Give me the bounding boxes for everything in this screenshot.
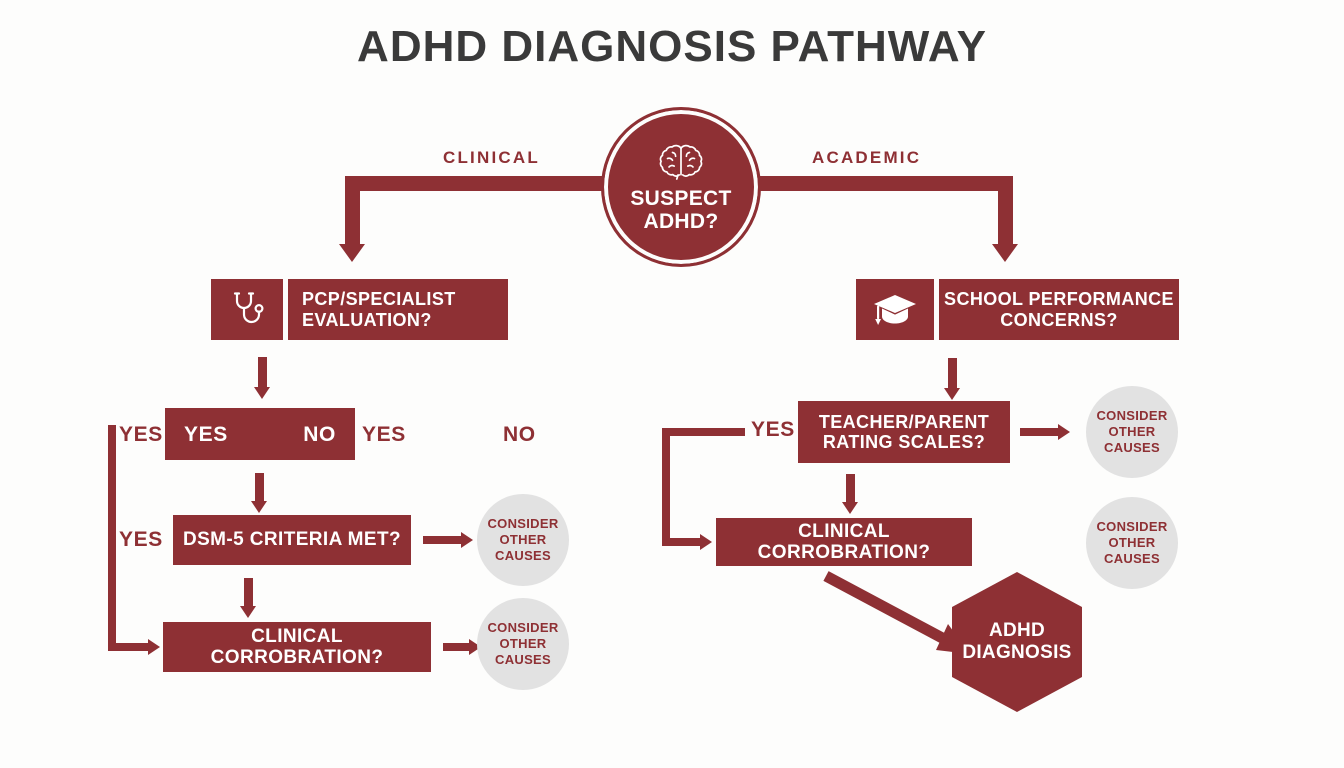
academic-step2-line2: RATING SCALES?: [822, 432, 986, 452]
academic-outcome1-circle[interactable]: CONSIDER OTHER CAUSES: [1086, 386, 1178, 478]
academic-step2-box[interactable]: TEACHER/PARENT RATING SCALES?: [798, 401, 1010, 463]
academic-outcome2-line2: OTHER: [1108, 534, 1156, 550]
academic-bracket-vertical: [662, 428, 670, 546]
clinical-arrow3-head: [240, 606, 256, 618]
brain-icon: [658, 142, 704, 185]
academic-outcome2-circle[interactable]: CONSIDER OTHER CAUSES: [1086, 497, 1178, 589]
clinical-outcome2-connector: [443, 643, 471, 651]
hub-label-line2: ADHD?: [643, 210, 719, 233]
clinical-outcome2-line1: CONSIDER: [487, 619, 559, 635]
branch-label-clinical: CLINICAL: [443, 148, 540, 167]
academic-arrow2-head: [842, 502, 858, 514]
academic-outcome1-connector: [1020, 428, 1060, 436]
trunk-right-stem: [998, 176, 1013, 248]
hub-label-line1: SUSPECT: [630, 187, 732, 211]
clinical-box-yes-label: YES: [184, 423, 228, 446]
academic-step1-box[interactable]: SCHOOL PERFORMANCE CONCERNS?: [939, 279, 1179, 340]
clinical-step1-line1: PCP/SPECIALIST: [302, 289, 456, 310]
clinical-step3-box[interactable]: CLINICAL CORROBRATION?: [163, 622, 431, 672]
clinical-label-yes-mid: YES: [362, 423, 406, 446]
clinical-step2-text: DSM-5 CRITERIA MET?: [182, 529, 401, 551]
clinical-outcome1-circle[interactable]: CONSIDER OTHER CAUSES: [477, 494, 569, 586]
hub-label: SUSPECT ADHD?: [630, 188, 731, 233]
clinical-bracket-vertical: [108, 425, 116, 651]
academic-arrow1-head: [944, 388, 960, 400]
academic-step1-icon-panel: [856, 279, 934, 340]
academic-outcome2-line1: CONSIDER: [1096, 518, 1168, 534]
academic-bracket-arrowhead: [700, 534, 712, 550]
clinical-outcome2-line2: OTHER: [499, 635, 547, 651]
academic-yes-connector: [662, 428, 745, 436]
clinical-arrow2-stem: [255, 473, 264, 503]
clinical-step2-box[interactable]: DSM-5 CRITERIA MET?: [173, 515, 411, 565]
clinical-outcome2-text: CONSIDER OTHER CAUSES: [487, 620, 558, 669]
academic-step1-line1: SCHOOL PERFORMANCE: [944, 289, 1174, 310]
clinical-outcome1-line1: CONSIDER: [487, 515, 559, 531]
clinical-outcome2-circle[interactable]: CONSIDER OTHER CAUSES: [477, 598, 569, 690]
trunk-left-stem: [345, 176, 360, 248]
academic-outcome1-line2: OTHER: [1108, 423, 1156, 439]
academic-step3-box[interactable]: CLINICAL CORROBRATION?: [716, 518, 972, 566]
academic-step2-text: TEACHER/PARENT RATING SCALES?: [819, 412, 989, 452]
academic-arrow1-stem: [948, 358, 957, 390]
academic-bracket-horizontal: [662, 538, 702, 546]
clinical-step1-icon-panel: [211, 279, 283, 340]
academic-outcome2-line3: CAUSES: [1104, 551, 1160, 567]
adhd-diagnosis-line2: DIAGNOSIS: [962, 642, 1072, 663]
adhd-diagnosis-text: ADHD DIAGNOSIS: [962, 620, 1071, 665]
academic-label-yes: YES: [751, 418, 795, 441]
page-title: ADHD DIAGNOSIS PATHWAY: [357, 22, 987, 71]
clinical-outcome2-line3: CAUSES: [495, 652, 551, 668]
clinical-bracket-horizontal: [108, 643, 150, 651]
clinical-outcome1-text: CONSIDER OTHER CAUSES: [487, 516, 558, 565]
clinical-box-no-label: NO: [303, 423, 336, 446]
clinical-arrow3-stem: [244, 578, 253, 608]
academic-step3-text: CLINICAL CORROBRATION?: [757, 520, 931, 563]
clinical-step1-box[interactable]: PCP/SPECIALIST EVALUATION?: [288, 279, 508, 340]
academic-outcome2-text: CONSIDER OTHER CAUSES: [1096, 519, 1167, 568]
clinical-label-no-right: NO: [503, 423, 536, 446]
clinical-arrow1-head: [254, 387, 270, 399]
graduation-cap-icon: [873, 293, 917, 327]
branch-label-academic: ACADEMIC: [812, 148, 922, 167]
adhd-diagnosis-line1: ADHD: [988, 619, 1046, 641]
academic-arrow2-stem: [846, 474, 855, 504]
clinical-label-yes-bracket: YES: [119, 528, 163, 551]
clinical-outcome1-line3: CAUSES: [495, 548, 551, 564]
clinical-arrow2-head: [251, 501, 267, 513]
clinical-outcome1-arrowhead: [461, 532, 473, 548]
academic-outcome1-line1: CONSIDER: [1096, 407, 1168, 423]
clinical-bracket-arrowhead: [148, 639, 160, 655]
trunk-right-arrowhead: [992, 244, 1018, 262]
clinical-yes-no-box[interactable]: YES NO: [165, 408, 355, 460]
clinical-step3-text: CLINICAL CORROBRATION?: [210, 625, 384, 668]
hub-suspect-adhd[interactable]: SUSPECT ADHD?: [601, 107, 761, 267]
clinical-outcome1-connector: [423, 536, 463, 544]
academic-step1-text: SCHOOL PERFORMANCE CONCERNS?: [944, 289, 1174, 329]
clinical-outcome1-line2: OTHER: [499, 531, 547, 547]
clinical-arrow1-stem: [258, 357, 267, 389]
academic-step1-line2: CONCERNS?: [1000, 309, 1118, 330]
academic-outcome1-text: CONSIDER OTHER CAUSES: [1096, 408, 1167, 457]
academic-step2-line1: TEACHER/PARENT: [818, 411, 990, 432]
clinical-label-yes-left: YES: [119, 423, 163, 446]
academic-outcome1-line3: CAUSES: [1104, 440, 1160, 456]
stethoscope-icon: [230, 290, 264, 330]
clinical-step1-line2: EVALUATION?: [302, 309, 432, 330]
clinical-step1-text: PCP/SPECIALIST EVALUATION?: [302, 289, 456, 329]
trunk-left-arrowhead: [339, 244, 365, 262]
academic-outcome1-arrowhead: [1058, 424, 1070, 440]
